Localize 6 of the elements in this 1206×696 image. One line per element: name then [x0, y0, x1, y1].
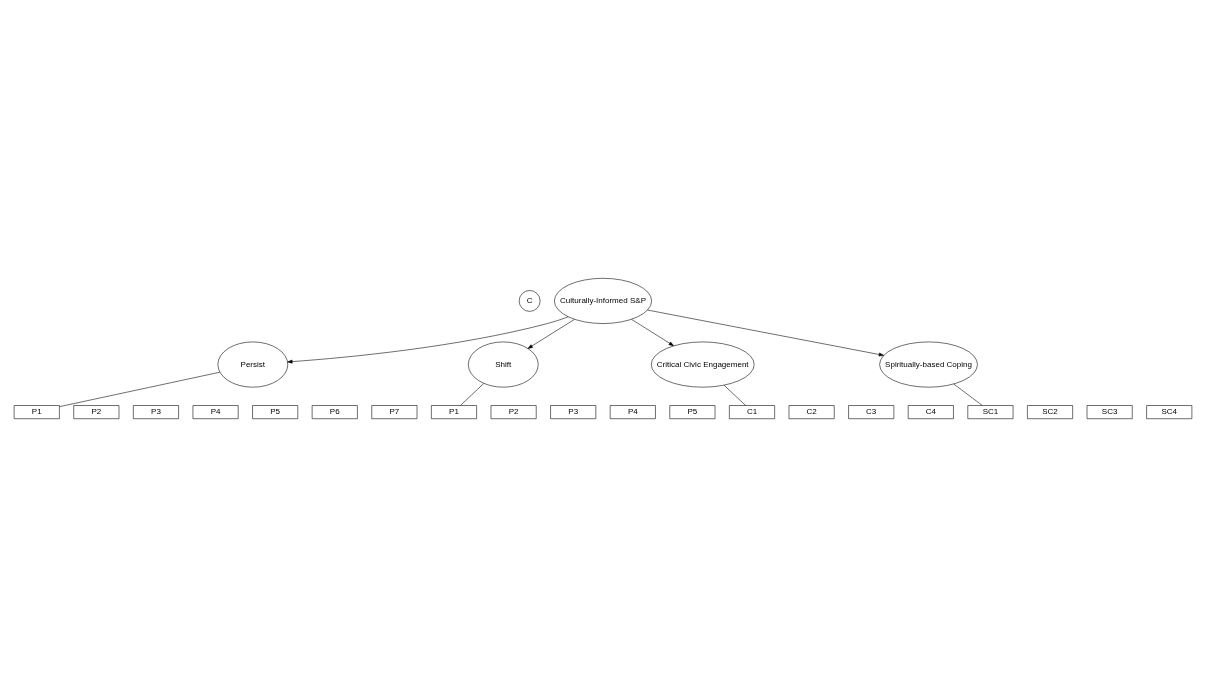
arrow	[527, 318, 575, 349]
connector	[460, 382, 485, 406]
arrow	[287, 316, 569, 363]
arrow	[647, 309, 884, 356]
arrow	[631, 318, 674, 346]
connector	[723, 384, 746, 406]
